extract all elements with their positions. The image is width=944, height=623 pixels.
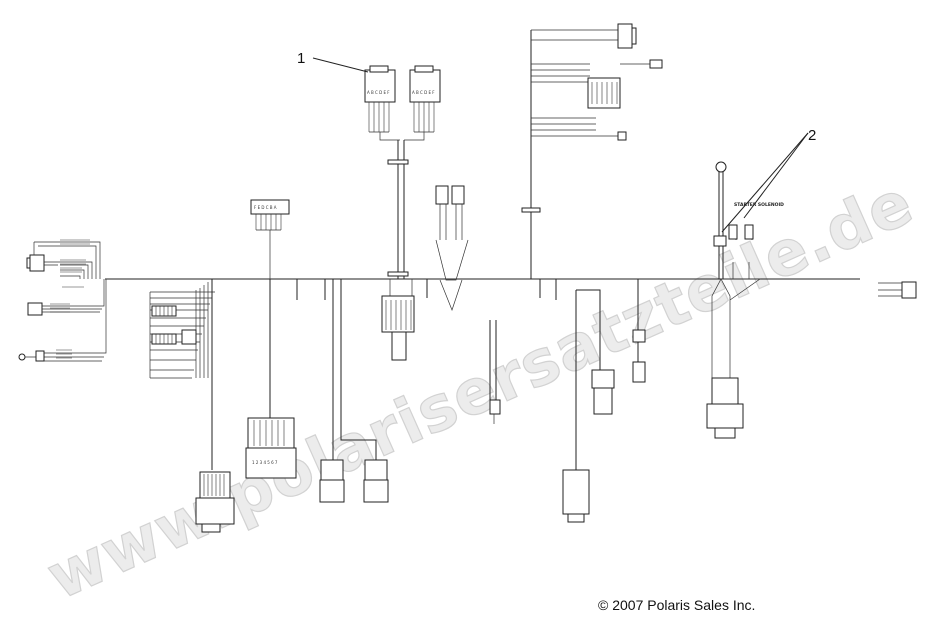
callout-2-leader-a (721, 132, 809, 233)
trunk-clip-lower (387, 271, 409, 277)
ring-terminal (715, 161, 727, 173)
center-left-top-connector: F E D C B A (250, 199, 290, 279)
callout-1-connectors: A B C D E F A B C D E F (364, 65, 441, 141)
svg-text:F E D C B A: F E D C B A (254, 205, 277, 210)
svg-text:A B C D E F: A B C D E F (367, 90, 390, 95)
trunk-clip-right (521, 207, 541, 213)
left-lower-splice-block (149, 279, 215, 470)
starter-solenoid-area: STARTER SOLENOID (706, 161, 784, 439)
left-connector-cluster (18, 239, 107, 362)
callout-2-leader-b (743, 132, 809, 219)
starter-solenoid-label: STARTER SOLENOID (734, 202, 784, 208)
left-ring-terminal (18, 353, 26, 361)
copyright-text: © 2007 Polaris Sales Inc. (598, 597, 756, 613)
callout-1-number: 1 (297, 50, 305, 67)
small-terminal-center (489, 399, 501, 415)
bottom-left-connector (195, 471, 235, 533)
left-connector-middle (27, 302, 43, 316)
trunk-clip-upper (387, 159, 409, 165)
upper-right-connector-cluster (530, 23, 663, 279)
watermark-text: www.polarisersatzteile.de (36, 165, 923, 613)
lower-right-center-connectors (562, 289, 646, 523)
left-connector-upper (29, 254, 45, 272)
twin-relay-connectors (435, 185, 469, 312)
svg-text:1 2 3 4 5 6 7: 1 2 3 4 5 6 7 (252, 460, 278, 465)
callout-1-leader (312, 57, 369, 73)
right-end-connector (878, 281, 917, 299)
svg-text:A B C D E F: A B C D E F (412, 90, 435, 95)
center-lower-connector (381, 279, 415, 361)
middle-bottom-connectors (319, 459, 389, 503)
center-left-bottom-connector: 1 2 3 4 5 6 7 (245, 417, 297, 479)
callout-2-number: 2 (808, 127, 816, 144)
